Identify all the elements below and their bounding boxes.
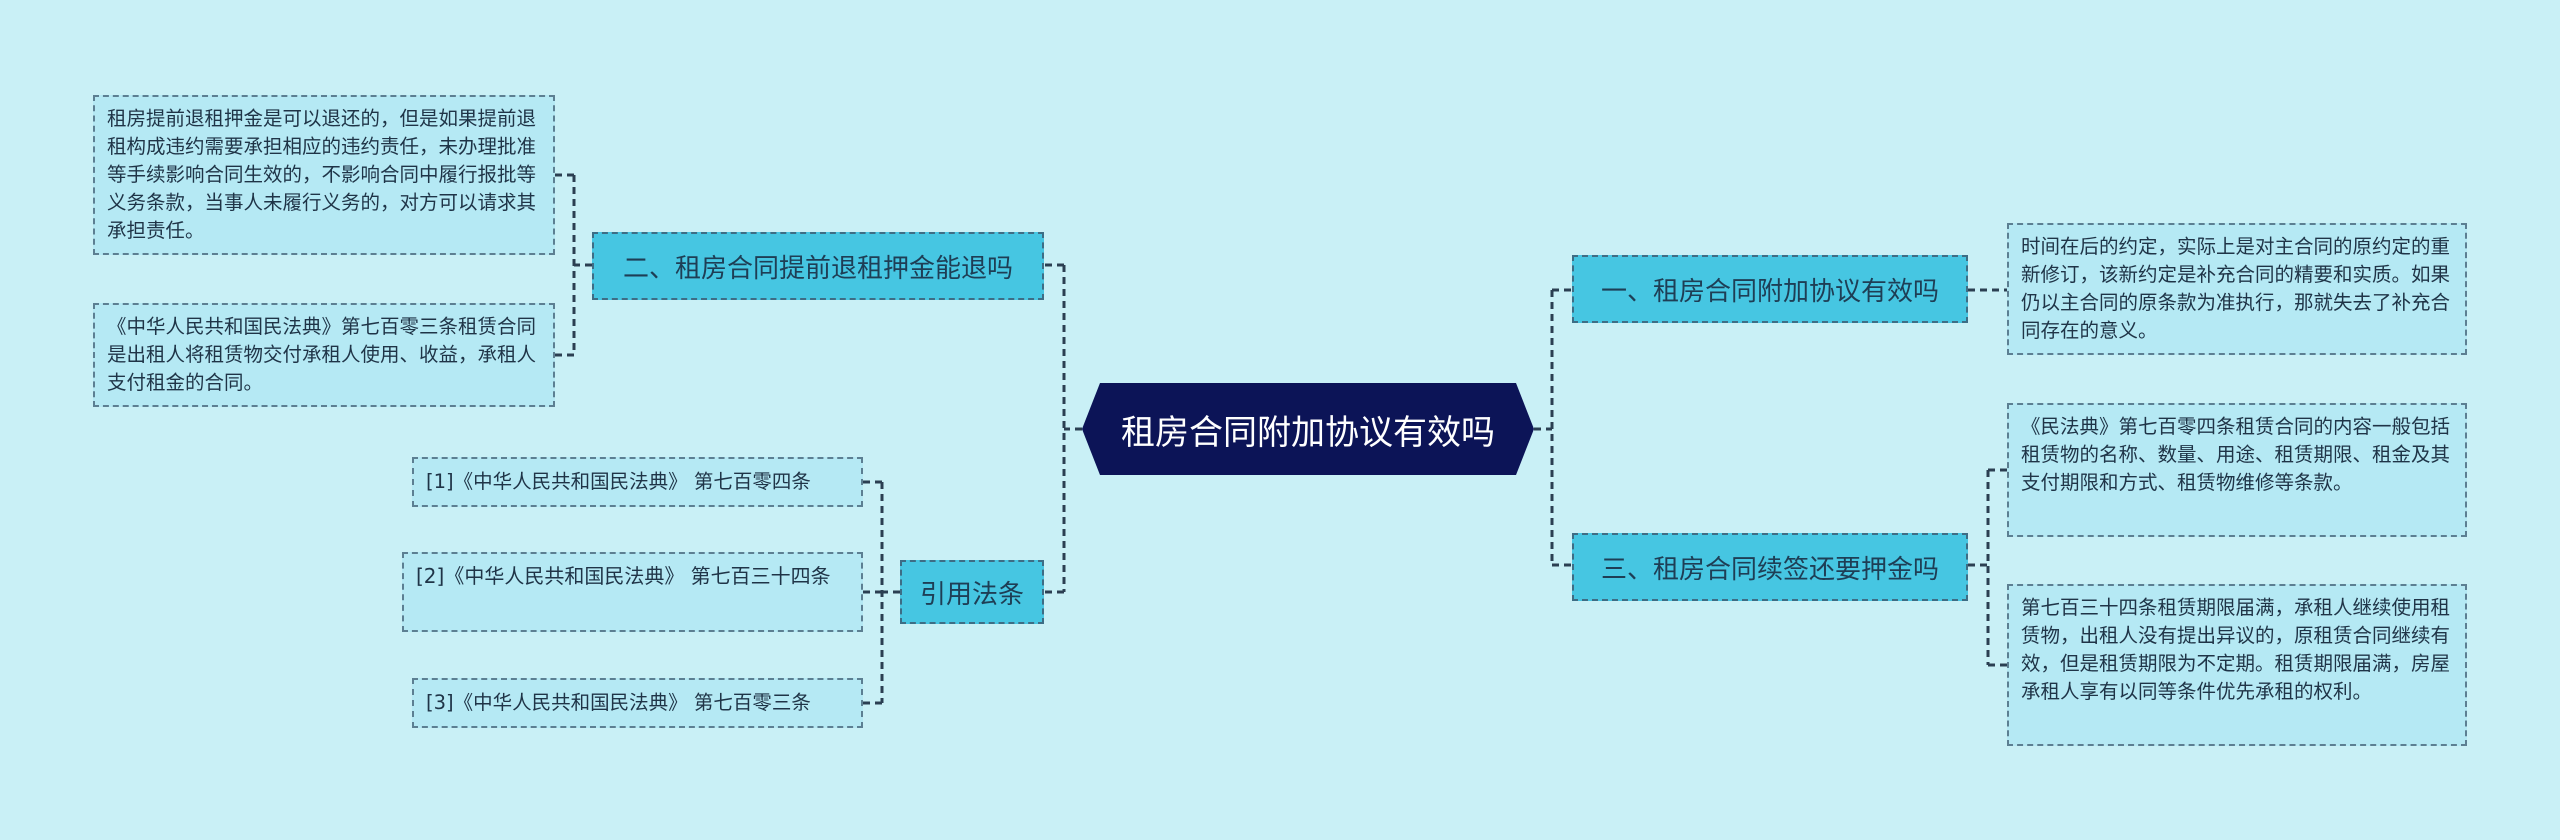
leaf-b3-2[interactable]: 第七百三十四条租赁期限届满，承租人继续使用租赁物，出租人没有提出异议的，原租赁合…	[2007, 584, 2467, 746]
leaf-b4-1-text: [1]《中华人民共和国民法典》 第七百零四条	[426, 470, 811, 493]
leaf-b3-1[interactable]: 《民法典》第七百零四条租赁合同的内容一般包括租赁物的名称、数量、用途、租赁期限、…	[2007, 403, 2467, 537]
branch-4-topic[interactable]: 引用法条	[900, 560, 1044, 624]
leaf-b4-1[interactable]: [1]《中华人民共和国民法典》 第七百零四条	[412, 457, 863, 507]
leaf-b1-1-text: 时间在后的约定，实际上是对主合同的原约定的重新修订，该新约定是补充合同的精要和实…	[2021, 235, 2451, 342]
leaf-b3-1-text: 《民法典》第七百零四条租赁合同的内容一般包括租赁物的名称、数量、用途、租赁期限、…	[2021, 415, 2451, 494]
branch-1-label: 一、租房合同附加协议有效吗	[1600, 276, 1939, 307]
root-topic[interactable]: 租房合同附加协议有效吗	[1082, 383, 1534, 475]
leaf-b4-2[interactable]: [2]《中华人民共和国民法典》 第七百三十四条	[402, 552, 863, 632]
branch-3-topic[interactable]: 三、租房合同续签还要押金吗	[1572, 533, 1968, 601]
branch-4-label: 引用法条	[919, 579, 1024, 610]
branch-2-label: 二、租房合同提前退租押金能退吗	[622, 253, 1013, 284]
leaf-b4-3-text: [3]《中华人民共和国民法典》 第七百零三条	[426, 691, 811, 714]
branch-1-topic[interactable]: 一、租房合同附加协议有效吗	[1572, 255, 1968, 323]
leaf-b2-2[interactable]: 《中华人民共和国民法典》第七百零三条租赁合同是出租人将租赁物交付承租人使用、收益…	[93, 303, 555, 407]
leaf-b3-2-text: 第七百三十四条租赁期限届满，承租人继续使用租赁物，出租人没有提出异议的，原租赁合…	[2021, 596, 2451, 703]
leaf-b2-1[interactable]: 租房提前退租押金是可以退还的，但是如果提前退租构成违约需要承担相应的违约责任，未…	[93, 95, 555, 255]
root-topic-label: 租房合同附加协议有效吗	[1121, 412, 1495, 453]
branch-3-label: 三、租房合同续签还要押金吗	[1600, 554, 1939, 585]
leaf-b2-2-text: 《中华人民共和国民法典》第七百零三条租赁合同是出租人将租赁物交付承租人使用、收益…	[107, 315, 537, 394]
leaf-b2-1-text: 租房提前退租押金是可以退还的，但是如果提前退租构成违约需要承担相应的违约责任，未…	[107, 107, 537, 242]
leaf-b1-1[interactable]: 时间在后的约定，实际上是对主合同的原约定的重新修订，该新约定是补充合同的精要和实…	[2007, 223, 2467, 355]
branch-2-topic[interactable]: 二、租房合同提前退租押金能退吗	[592, 232, 1044, 300]
leaf-b4-2-text: [2]《中华人民共和国民法典》 第七百三十四条	[416, 564, 831, 588]
leaf-b4-3[interactable]: [3]《中华人民共和国民法典》 第七百零三条	[412, 678, 863, 728]
